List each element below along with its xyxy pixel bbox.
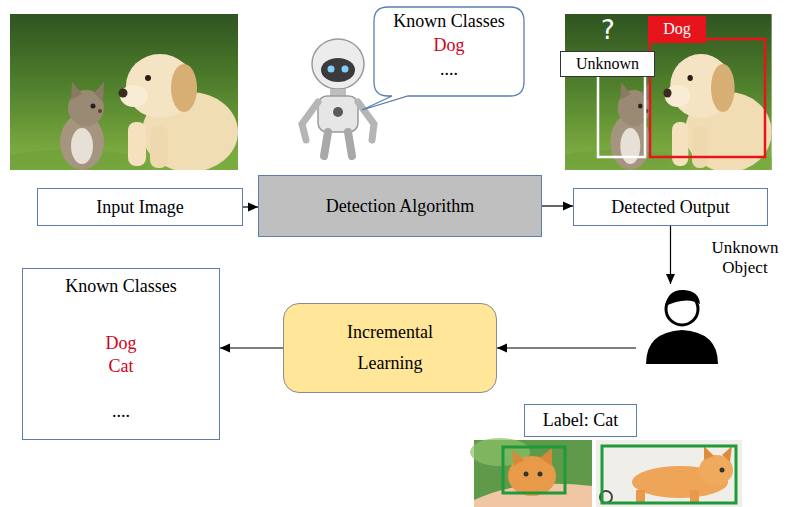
speech-bubble: Known ClassesDog....	[374, 7, 524, 96]
flow-arrow	[243, 203, 258, 212]
output-photo	[547, 14, 792, 178]
node-title: Incremental Learning	[325, 317, 455, 378]
node-text: Dog	[434, 35, 465, 56]
node-title: Dog	[663, 20, 691, 38]
class-list-box: Known ClassesDogCat....	[22, 268, 220, 440]
detection-box	[650, 39, 765, 157]
node-text: Dog	[106, 333, 137, 354]
edge-label: Unknown Object	[702, 238, 788, 279]
input-photo	[0, 14, 260, 178]
sample-photo	[596, 440, 742, 507]
arrow-head	[220, 344, 230, 353]
arrow-head	[248, 203, 258, 212]
node-title: Input Image	[96, 197, 183, 218]
flow-arrow	[542, 202, 573, 211]
node-text: ....	[112, 401, 130, 422]
unknown-box	[598, 73, 645, 157]
arrow-head	[666, 274, 675, 284]
process-box: Detection Algorithm	[258, 175, 542, 237]
node-title: Detection Algorithm	[326, 196, 474, 217]
arrow-head	[563, 202, 573, 211]
arrow-line	[497, 226, 671, 348]
node-title: Label: Cat	[543, 410, 618, 431]
label-box: Label: Cat	[524, 404, 637, 437]
process-box: Input Image	[37, 188, 243, 226]
process-box: Incremental Learning	[283, 303, 497, 393]
node-title: Detected Output	[611, 197, 729, 218]
robot-figure	[302, 39, 374, 156]
class-tag: Dog	[648, 16, 706, 43]
bubble-shape	[362, 7, 524, 110]
question-mark: ?	[598, 16, 618, 46]
node-title: Unknown	[576, 55, 639, 73]
node-title: Known Classes	[65, 276, 177, 297]
flow-arrow	[220, 344, 283, 353]
node-text: Cat	[109, 356, 134, 377]
flow-arrow	[497, 226, 675, 353]
process-box: Detected Output	[573, 188, 768, 226]
sample-photo	[470, 438, 592, 507]
person-icon	[646, 290, 718, 364]
node-text: ....	[440, 59, 458, 80]
node-title: Known Classes	[393, 11, 505, 32]
arrow-head	[497, 344, 507, 353]
unknown-tag: Unknown	[560, 51, 655, 77]
